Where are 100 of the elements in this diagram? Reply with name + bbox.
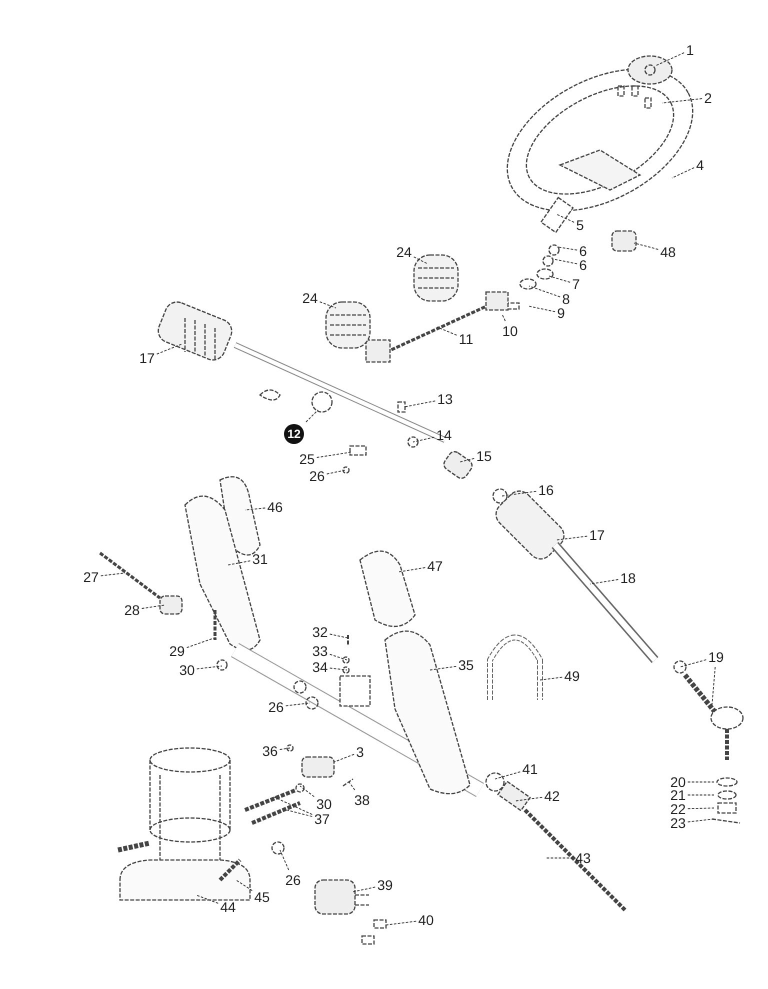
- callout-number: 9: [557, 305, 565, 321]
- callout-number: 7: [572, 276, 580, 292]
- callout-number: 16: [538, 482, 554, 498]
- leader-line: [228, 560, 251, 566]
- callout-number: 23: [670, 815, 686, 831]
- callout-number: 42: [544, 788, 560, 804]
- leader-line: [528, 306, 556, 312]
- leader-line: [460, 458, 475, 462]
- leader-line: [300, 786, 315, 798]
- callout-number: 48: [660, 244, 676, 260]
- leader-line: [352, 886, 376, 892]
- leader-line: [634, 242, 659, 250]
- leader-line: [196, 666, 222, 670]
- leader-line: [687, 818, 714, 822]
- leader-line: [348, 782, 356, 790]
- leader-line: [540, 676, 563, 680]
- leader-line: [398, 567, 426, 572]
- leader-line: [514, 796, 543, 802]
- callout-number: 10: [502, 323, 518, 339]
- callout-number: 25: [299, 451, 315, 467]
- leader-line: [186, 636, 218, 648]
- leader-line: [502, 314, 506, 322]
- callout-number: 37: [314, 811, 330, 827]
- leader-line: [329, 634, 348, 638]
- callout-number: 5: [576, 217, 584, 233]
- callout-number: 24: [396, 244, 412, 260]
- callout-number: 31: [252, 551, 268, 567]
- callout-number: 38: [354, 792, 370, 808]
- leader-line: [306, 410, 318, 422]
- callout-number: 26: [309, 468, 325, 484]
- leader-line: [680, 659, 707, 668]
- leader-line: [156, 344, 182, 355]
- leader-line: [687, 794, 714, 796]
- leader-line: [274, 796, 313, 815]
- callout-number: 46: [267, 499, 283, 515]
- callout-number: 22: [670, 801, 686, 817]
- callout-number: 15: [476, 448, 492, 464]
- callout-number: 24: [302, 290, 318, 306]
- leader-line: [412, 436, 435, 442]
- callout-number: 35: [458, 657, 474, 673]
- callout-number: 44: [220, 899, 236, 915]
- leader-line: [404, 400, 436, 408]
- leader-line: [558, 246, 578, 251]
- leader-line: [528, 286, 561, 298]
- callout-number: 45: [254, 889, 270, 905]
- callout-number: 26: [285, 872, 301, 888]
- callout-number: 39: [377, 877, 393, 893]
- callout-number: 11: [458, 331, 474, 347]
- leader-line: [236, 880, 253, 892]
- callout-number: 49: [564, 668, 580, 684]
- callout-number: 33: [312, 643, 328, 659]
- leader-line: [279, 748, 290, 750]
- leader-line: [141, 604, 166, 609]
- callout-number: 18: [620, 570, 636, 586]
- callout-number: 47: [427, 558, 443, 574]
- leader-line: [244, 508, 266, 510]
- leader-line: [280, 850, 290, 870]
- callout-number: 17: [139, 350, 155, 366]
- leader-line: [316, 452, 352, 458]
- callout-number: 41: [522, 761, 538, 777]
- callout-number: 28: [124, 602, 140, 618]
- callout-number: 12: [284, 424, 304, 444]
- leader-line: [286, 810, 313, 817]
- callout-number: 43: [575, 850, 591, 866]
- leader-line: [552, 258, 578, 264]
- callout-number: 40: [418, 912, 434, 928]
- leader-line: [590, 579, 619, 584]
- callout-number: 2: [704, 90, 712, 106]
- leader-line: [687, 808, 714, 810]
- leader-line: [326, 470, 346, 474]
- leader-line: [502, 490, 537, 496]
- leader-line: [386, 920, 417, 926]
- leader-line: [556, 214, 575, 223]
- leader-line: [494, 771, 521, 780]
- callout-number: 19: [708, 649, 724, 665]
- callout-number: 17: [589, 527, 605, 543]
- leader-line: [329, 654, 348, 660]
- callout-number: 6: [579, 243, 587, 259]
- callout-number: 20: [670, 774, 686, 790]
- leader-line: [672, 167, 695, 178]
- leader-line: [430, 666, 457, 670]
- leader-line: [662, 98, 703, 104]
- leader-line: [712, 666, 716, 706]
- callout-number: 34: [312, 659, 328, 675]
- callout-number: 14: [436, 427, 452, 443]
- leader-line: [654, 52, 685, 66]
- callout-number: 6: [579, 257, 587, 273]
- callout-number: 30: [179, 662, 195, 678]
- leader-line: [436, 326, 458, 336]
- callout-number: 1: [686, 42, 694, 58]
- callout-number: 4: [696, 157, 704, 173]
- callout-number: 30: [316, 796, 332, 812]
- callout-number: 8: [562, 291, 570, 307]
- leader-line: [329, 668, 348, 670]
- leader-line: [285, 702, 310, 706]
- leader-line: [548, 276, 571, 283]
- leader-line: [413, 256, 428, 264]
- leader-line: [319, 301, 336, 308]
- callout-number: 32: [312, 624, 328, 640]
- leader-line: [100, 572, 126, 576]
